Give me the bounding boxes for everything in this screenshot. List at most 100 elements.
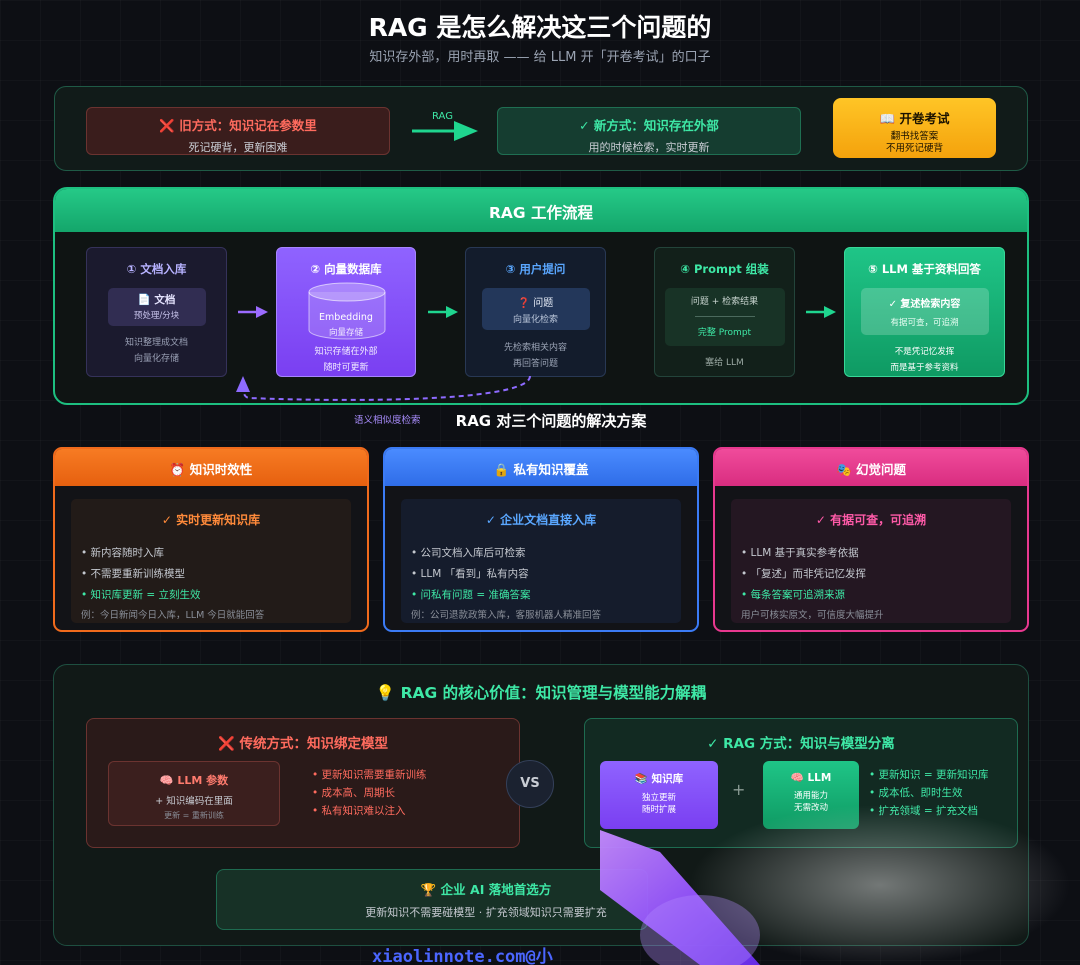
solutions-title: RAG 对三个问题的解决方案 xyxy=(455,412,647,430)
list-item: • 私有知识难以注入 xyxy=(312,805,406,817)
exam-line-1: 翻书找答案 xyxy=(890,131,939,142)
rag-way-title: ✓ RAG 方式：知识与模型分离 xyxy=(707,736,895,752)
step-inner: ❓ 问题 向量化检索 xyxy=(481,288,590,330)
step-document-ingest: ① 文档入库 📄 文档 预处理/分块 知识整理成文档向量化存储 xyxy=(86,247,227,377)
old-way-desc: 死记硬背，更新困难 xyxy=(188,141,288,154)
rag-arrow: RAG xyxy=(410,111,480,142)
list-item: • 不需要重新训练模型 xyxy=(81,568,186,580)
new-way-box: ✓ 新方式：知识存在外部 用的时候检索，实时更新 xyxy=(497,107,801,155)
list-item: • LLM 「看到」私有内容 xyxy=(411,568,529,580)
card-hallucination: 🎭 幻觉问题 ✓ 有据可查，可追溯 • LLM 基于真实参考依据 • 「复述」而… xyxy=(713,447,1029,632)
step-foot: 塞给 LLM xyxy=(705,358,744,368)
database-icon xyxy=(308,282,386,340)
card-body: ✓ 有据可查，可追溯 • LLM 基于真实参考依据 • 「复述」而非凭记忆发挥 … xyxy=(731,499,1011,623)
step-llm-answer: ⑤ LLM 基于资料回答 ✓ 复述检索内容 有据可查，可追溯 不是凭记忆发挥而是… xyxy=(844,247,1005,377)
card-body: ✓ 企业文档直接入库 • 公司文档入库后可检索 • LLM 「看到」私有内容 •… xyxy=(401,499,681,623)
list-item: • 每条答案可追溯来源 xyxy=(741,589,846,601)
step-foot: 知识存储在外部 xyxy=(314,347,378,357)
llm-title: 🧠 LLM xyxy=(790,772,832,784)
list-item: • 公司文档入库后可检索 xyxy=(411,547,526,559)
step-foot: 随时可更新 xyxy=(323,363,369,373)
card-header: 🎭 幻觉问题 xyxy=(715,449,1027,486)
semantic-search-label: 语义相似度检索 xyxy=(354,415,421,426)
new-way-desc: 用的时候检索，实时更新 xyxy=(588,141,710,154)
card-subtitle: ✓ 实时更新知识库 xyxy=(161,513,261,527)
vs-badge: VS xyxy=(506,760,554,808)
exam-title: 📖 开卷考试 xyxy=(879,111,950,126)
question-sub: 向量化检索 xyxy=(512,315,558,325)
enterprise-pick-box xyxy=(216,869,648,930)
old-way-title: ❌ 旧方式：知识记在参数里 xyxy=(159,118,317,133)
open-book-exam-box: 📖 开卷考试 翻书找答案不用死记硬背 xyxy=(833,98,996,158)
llm-box: 🧠 LLM 通用能力无需改动 xyxy=(763,761,859,829)
llm-params-box: 🧠 LLM 参数 + 知识编码在里面 更新 = 重新训练 xyxy=(108,761,280,826)
list-item: • 更新知识 = 更新知识库 xyxy=(869,769,989,781)
step-vector-db: ② 向量数据库 Embedding 向量存储 知识存储在外部随时可更新 xyxy=(276,247,416,377)
document-sub: 预处理/分块 xyxy=(133,311,180,321)
old-way-box: ❌ 旧方式：知识记在参数里 死记硬背，更新困难 xyxy=(86,107,390,155)
enterprise-pick-title: 🏆 企业 AI 落地首选方 xyxy=(420,882,552,897)
arrow-right-icon xyxy=(412,121,478,141)
traditional-way-title: ❌ 传统方式：知识绑定模型 xyxy=(217,736,388,752)
step-inner: 问题 + 检索结果 完整 Prompt xyxy=(664,288,785,346)
list-item: • LLM 基于真实参考依据 xyxy=(741,547,859,559)
question-label: ❓ 问题 xyxy=(517,298,554,309)
core-value-title: 💡 RAG 的核心价值：知识管理与模型能力解耦 xyxy=(375,684,707,702)
step-foot: 不是凭记忆发挥 xyxy=(894,347,955,357)
vector-store-label: 向量存储 xyxy=(328,328,363,338)
llm-params-title: 🧠 LLM 参数 xyxy=(159,774,229,787)
new-way-title: ✓ 新方式：知识存在外部 xyxy=(579,118,719,133)
step-foot: 再回答问题 xyxy=(512,359,558,369)
traditional-issues-list: • 更新知识需要重新训练 • 成本高、周期长 • 私有知识难以注入 xyxy=(312,766,427,820)
step-prompt-assembly: ④ Prompt 组装 问题 + 检索结果 完整 Prompt 塞给 LLM xyxy=(654,247,795,377)
step-title: ③ 用户提问 xyxy=(505,262,566,276)
step-foot: 而是基于参考资料 xyxy=(890,363,959,373)
document-label: 📄 文档 xyxy=(137,294,176,306)
card-header: ⏰ 知识时效性 xyxy=(55,449,367,486)
list-item: • 成本低、即时生效 xyxy=(869,787,963,799)
step-foot: 知识整理成文档 xyxy=(124,338,188,348)
step-title: ① 文档入库 xyxy=(126,262,187,276)
page-title: RAG 是怎么解决这三个问题的 xyxy=(368,13,712,42)
arrow-right-icon xyxy=(238,306,268,318)
rag-arrow-label: RAG xyxy=(432,111,453,122)
retrieval-loop-arrow xyxy=(236,375,531,401)
card-subtitle: ✓ 有据可查，可追溯 xyxy=(815,513,927,527)
step-inner: ✓ 复述检索内容 有据可查，可追溯 xyxy=(860,288,989,335)
arrow-right-icon xyxy=(428,306,458,318)
prompt-input-label: 问题 + 检索结果 xyxy=(690,297,759,307)
full-prompt-label: 完整 Prompt xyxy=(697,328,752,338)
step-foot: 向量化存储 xyxy=(133,354,179,364)
llm-line-1: 通用能力 xyxy=(793,791,828,801)
step-foot: 先检索相关内容 xyxy=(503,343,567,353)
card-example: 例：公司退款政策入库，客服机器人精准回答 xyxy=(411,610,602,621)
step-title: ④ Prompt 组装 xyxy=(680,262,769,276)
llm-params-note: 更新 = 重新训练 xyxy=(164,811,224,820)
step-user-question: ③ 用户提问 ❓ 问题 向量化检索 先检索相关内容再回答问题 xyxy=(465,247,606,377)
list-item: • 成本高、周期长 xyxy=(312,787,396,799)
embedding-label: Embedding xyxy=(319,312,373,323)
llm-line-2: 无需改动 xyxy=(793,803,828,813)
watermark: xiaolinnote.com@小 xyxy=(372,947,553,965)
step-title: ② 向量数据库 xyxy=(310,262,382,276)
divider xyxy=(694,316,755,317)
card-subtitle: ✓ 企业文档直接入库 xyxy=(485,513,597,527)
card-private-knowledge: 🔒 私有知识覆盖 ✓ 企业文档直接入库 • 公司文档入库后可检索 • LLM 「… xyxy=(383,447,699,632)
kb-line-1: 独立更新 xyxy=(641,793,676,803)
restate-label: ✓ 复述检索内容 xyxy=(888,299,961,310)
kb-line-2: 随时扩展 xyxy=(641,805,676,815)
card-timeliness: ⏰ 知识时效性 ✓ 实时更新知识库 • 新内容随时入库 • 不需要重新训练模型 … xyxy=(53,447,369,632)
workflow-title: RAG 工作流程 xyxy=(55,189,1027,232)
exam-line-2: 不用死记硬背 xyxy=(885,143,943,154)
llm-params-desc: + 知识编码在里面 xyxy=(155,796,233,807)
list-item: • 更新知识需要重新训练 xyxy=(312,769,427,781)
list-item: • 扩充领域 = 扩充文档 xyxy=(869,805,979,817)
page-subtitle: 知识存外部，用时再取 —— 给 LLM 开「开卷考试」的口子 xyxy=(369,50,711,65)
list-item: • 知识库更新 = 立刻生效 xyxy=(81,589,201,601)
step-inner: 📄 文档 预处理/分块 xyxy=(107,288,206,326)
traceable-label: 有据可查，可追溯 xyxy=(890,318,959,328)
card-example: 例：今日新闻今日入库，LLM 今日就能回答 xyxy=(81,610,265,621)
rag-benefits-list: • 更新知识 = 更新知识库 • 成本低、即时生效 • 扩充领域 = 扩充文档 xyxy=(869,766,989,820)
arrow-right-icon xyxy=(806,306,836,318)
enterprise-pick-desc: 更新知识不需要碰模型 · 扩充领域知识只需要扩充 xyxy=(365,906,607,919)
